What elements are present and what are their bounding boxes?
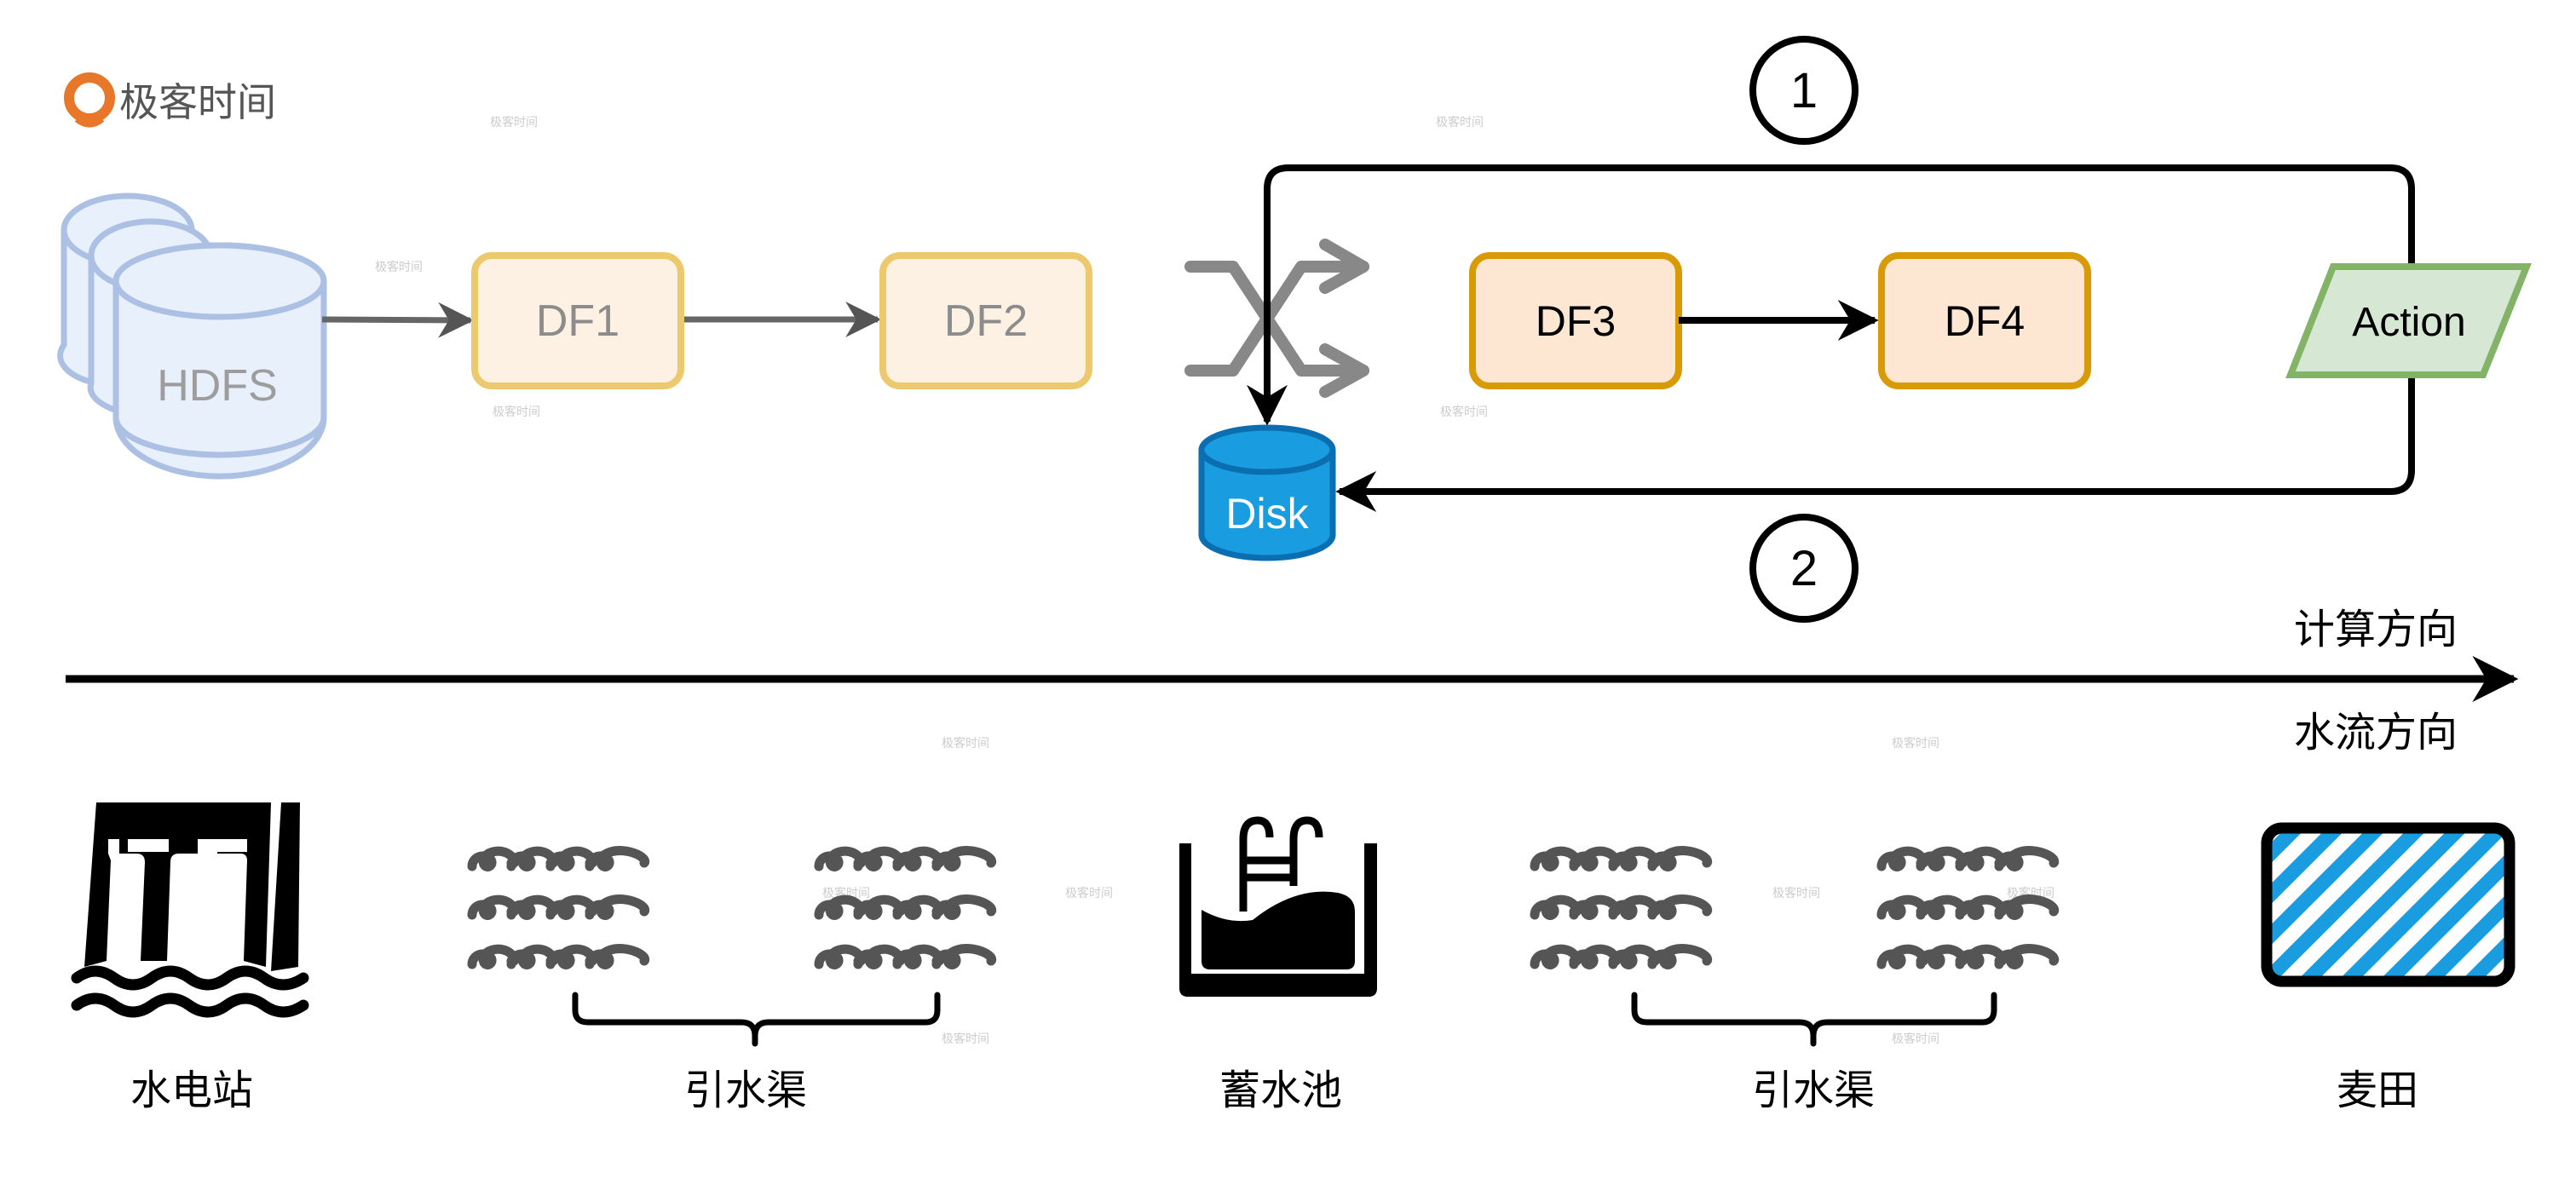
action-label: Action: [2352, 300, 2465, 345]
water-item-hydropower: 水电站: [71, 802, 309, 1114]
hdfs-label: HDFS: [157, 361, 278, 411]
watermark: 极客时间: [942, 1032, 989, 1046]
marker-1: 1: [1749, 36, 1859, 145]
node-df2-label: DF2: [944, 296, 1028, 346]
water-item-reservoir: 蓄水池: [1179, 816, 1377, 1114]
axis-label-compute-direction: 计算方向: [2294, 606, 2458, 653]
watermark: 极客时间: [1892, 736, 1939, 751]
node-df2[interactable]: DF2: [879, 252, 1092, 389]
edge-hdfs-df1: [321, 302, 475, 338]
water-waves-icon: [1535, 851, 2054, 965]
reservoir-pool-icon: [1179, 816, 1377, 997]
edge-action-disk-bottom: [1335, 377, 2415, 512]
watermark: 极客时间: [490, 115, 538, 129]
watermark: 极客时间: [1892, 1032, 1939, 1046]
brand-name: 极客时间: [119, 79, 276, 125]
geektime-logo-icon: [64, 72, 115, 128]
database-stack-icon: [57, 193, 327, 480]
shuffle-icon: [1184, 239, 1369, 398]
node-df3-label: DF3: [1536, 297, 1616, 345]
wheat-field-icon: [2261, 822, 2515, 987]
water-waves-icon: [472, 851, 992, 965]
watermark: 极客时间: [375, 260, 423, 274]
watermark: 极客时间: [493, 405, 540, 419]
marker-1-label: 1: [1790, 63, 1818, 118]
watermark: 极客时间: [1440, 405, 1488, 419]
water-item-label: 引水渠: [684, 1067, 807, 1114]
water-item-wheat-field: 麦田: [2261, 822, 2515, 1114]
water-item-channel-2: 引水渠: [1535, 851, 2054, 1114]
disk-node[interactable]: Disk: [1198, 424, 1336, 561]
watermark: 极客时间: [1772, 886, 1820, 900]
node-df1-label: DF1: [536, 296, 620, 346]
edge-action-disk-top: [1247, 164, 2415, 426]
brand-logo: 极客时间: [64, 72, 276, 128]
watermark: 极客时间: [822, 886, 870, 900]
node-df1[interactable]: DF1: [471, 252, 684, 389]
node-df3[interactable]: DF3: [1469, 252, 1682, 389]
action-node[interactable]: Action: [2285, 263, 2532, 378]
hydropower-station-icon: [71, 802, 309, 1018]
marker-2-label: 2: [1790, 541, 1818, 596]
watermark: 极客时间: [942, 736, 989, 751]
hdfs-node[interactable]: HDFS: [57, 193, 327, 480]
disk-label: Disk: [1225, 490, 1309, 538]
node-df4[interactable]: DF4: [1878, 252, 2091, 389]
watermark: 极客时间: [1436, 115, 1484, 129]
water-item-label: 水电站: [130, 1067, 253, 1114]
water-item-label: 引水渠: [1752, 1067, 1875, 1114]
water-item-label: 蓄水池: [1219, 1067, 1342, 1114]
disk-cylinder-icon: [1198, 424, 1336, 561]
brace-icon: [1631, 992, 1997, 1047]
watermark: 极客时间: [1065, 886, 1113, 900]
axis-label-water-direction: 水流方向: [2294, 709, 2458, 756]
brace-icon: [572, 992, 941, 1047]
water-item-channel-1: 引水渠: [472, 851, 992, 1114]
water-item-label: 麦田: [2337, 1067, 2418, 1114]
node-df4-label: DF4: [1945, 297, 2025, 345]
marker-2: 2: [1749, 514, 1859, 623]
